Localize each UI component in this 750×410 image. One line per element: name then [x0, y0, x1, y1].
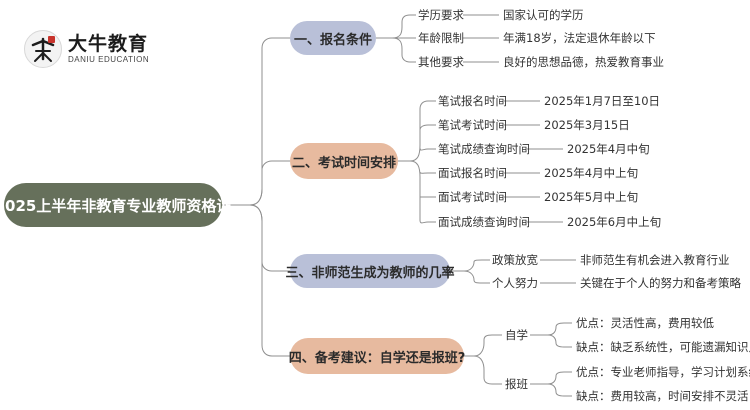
- item-value: 2025年3月15日: [544, 118, 630, 132]
- item-label: 面试报名时间: [438, 166, 507, 180]
- point-text: 缺点：费用较高，时间安排不灵活: [576, 389, 749, 403]
- item-label: 笔试成绩查询时间: [438, 142, 530, 156]
- link-b3-items: [450, 259, 490, 284]
- root-topic[interactable]: 2025上半年非教育专业教师资格证: [0, 183, 231, 227]
- bull-logo-icon: [24, 30, 62, 68]
- group-label-class: 报班: [505, 377, 528, 391]
- link-b4-g2-points: [530, 371, 572, 397]
- item-value: 良好的思想品德，热爱教育事业: [503, 55, 664, 69]
- item-value: 关键在于个人的努力和备考策略: [580, 276, 741, 290]
- item-label: 笔试报名时间: [438, 94, 507, 108]
- item-label: 面试考试时间: [438, 190, 507, 204]
- branch-registration-conditions[interactable]: 一、报名条件: [290, 21, 376, 55]
- item-value: 2025年1月7日至10日: [544, 94, 661, 108]
- item-label: 笔试考试时间: [438, 118, 507, 132]
- link-root-b1: [222, 37, 290, 206]
- item-value: 2025年6月中上旬: [567, 215, 662, 229]
- branch-prep-advice[interactable]: 四、备考建议：自学还是报班?: [289, 338, 465, 374]
- link-root-b3: [222, 204, 290, 272]
- point-text: 优点：专业老师指导，学习计划系统: [576, 365, 750, 379]
- link-b2-items: [398, 100, 436, 224]
- group-label-self-study: 自学: [505, 328, 528, 342]
- link-root-b2: [222, 160, 290, 206]
- item-label: 其他要求: [418, 55, 464, 69]
- brand-name: 大牛教育: [68, 33, 149, 55]
- item-value: 国家认可的学历: [503, 8, 584, 22]
- branch-exam-schedule[interactable]: 二、考试时间安排: [290, 143, 398, 179]
- brand-logo: 大牛教育 DANIU EDUCATION: [24, 30, 149, 68]
- point-text: 缺点：缺乏系统性，可能遗漏知识点: [576, 340, 750, 354]
- item-label: 面试成绩查询时间: [438, 215, 530, 229]
- branch-non-normal-odds[interactable]: 三、非师范生成为教师的几率: [286, 254, 455, 288]
- item-value: 年满18岁，法定退休年龄以下: [503, 31, 656, 45]
- link-b4-groups: [464, 334, 502, 385]
- item-label: 政策放宽: [492, 253, 538, 267]
- item-value: 2025年4月中上旬: [544, 166, 639, 180]
- point-text: 优点：灵活性高，费用较低: [576, 316, 714, 330]
- brand-name-en: DANIU EDUCATION: [68, 55, 150, 64]
- item-value: 2025年5月中上旬: [544, 190, 639, 204]
- item-value: 2025年4月中旬: [567, 142, 650, 156]
- link-values-b3: [540, 259, 576, 284]
- link-root-b4: [222, 204, 290, 357]
- item-label: 个人努力: [492, 276, 538, 290]
- link-values-b1: [463, 14, 499, 63]
- item-value: 非师范生有机会进入教育行业: [580, 253, 730, 267]
- item-label: 学历要求: [418, 8, 464, 22]
- link-values-b2: [504, 100, 563, 223]
- link-b1-items: [376, 14, 416, 63]
- item-label: 年龄限制: [418, 31, 464, 45]
- link-b4-g1-points: [530, 322, 572, 348]
